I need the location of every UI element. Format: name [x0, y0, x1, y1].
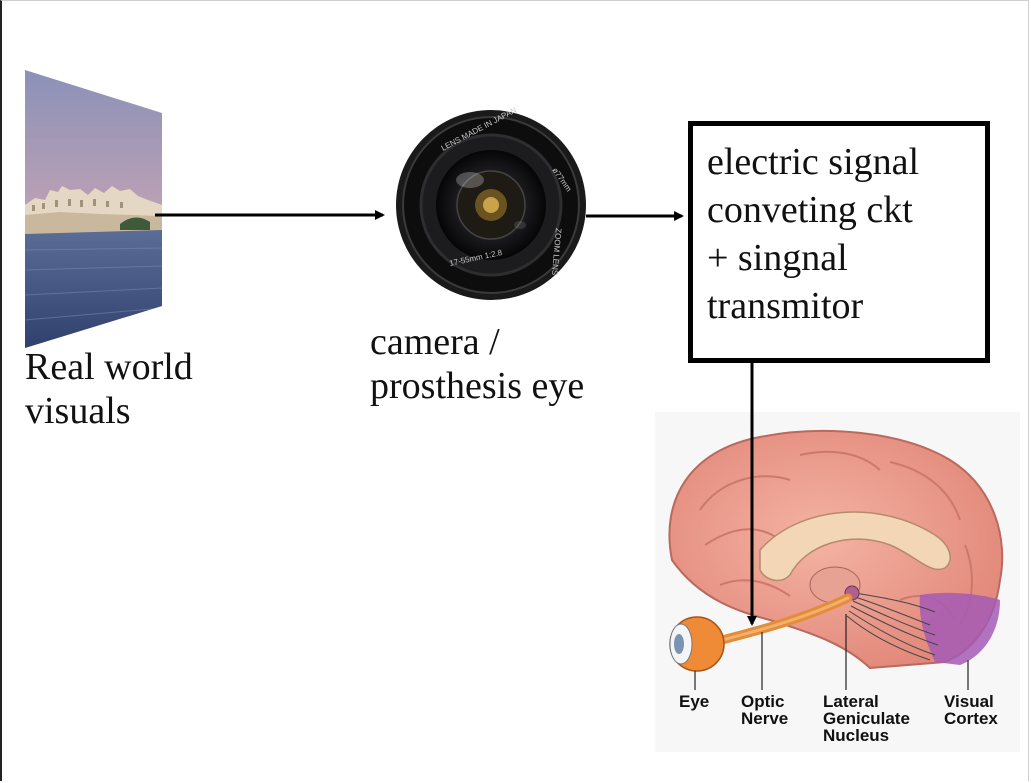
real-world-label-line2: visuals: [25, 389, 193, 433]
camera-label: camera / prosthesis eye: [370, 320, 584, 408]
real-world-photo: [25, 70, 165, 360]
real-world-label: Real world visuals: [25, 345, 193, 433]
cortex-line2: Cortex: [944, 710, 998, 727]
box-line-2: conveting ckt: [707, 186, 919, 234]
cortex-line1: Visual: [944, 693, 998, 710]
signal-converter-text: electric signal conveting ckt + singnal …: [707, 138, 919, 330]
brain-label-optic-nerve: Optic Nerve: [741, 693, 788, 727]
lgn-line2: Geniculate: [823, 710, 910, 727]
brain-label-lgn: Lateral Geniculate Nucleus: [823, 693, 910, 744]
box-line-4: transmitor: [707, 282, 919, 330]
camera-label-line2: prosthesis eye: [370, 364, 584, 408]
real-world-label-line1: Real world: [25, 345, 193, 389]
camera-label-line1: camera /: [370, 320, 584, 364]
box-line-3: + singnal: [707, 234, 919, 282]
signal-converter-box: electric signal conveting ckt + singnal …: [688, 121, 990, 363]
lgn-line3: Nucleus: [823, 727, 910, 744]
optic-line2: Nerve: [741, 710, 788, 727]
optic-line1: Optic: [741, 693, 788, 710]
brain-label-eye-text: Eye: [679, 693, 709, 710]
lgn-line1: Lateral: [823, 693, 910, 710]
box-line-1: electric signal: [707, 138, 919, 186]
brain-label-visual-cortex: Visual Cortex: [944, 693, 998, 727]
brain-label-eye: Eye: [679, 693, 709, 710]
